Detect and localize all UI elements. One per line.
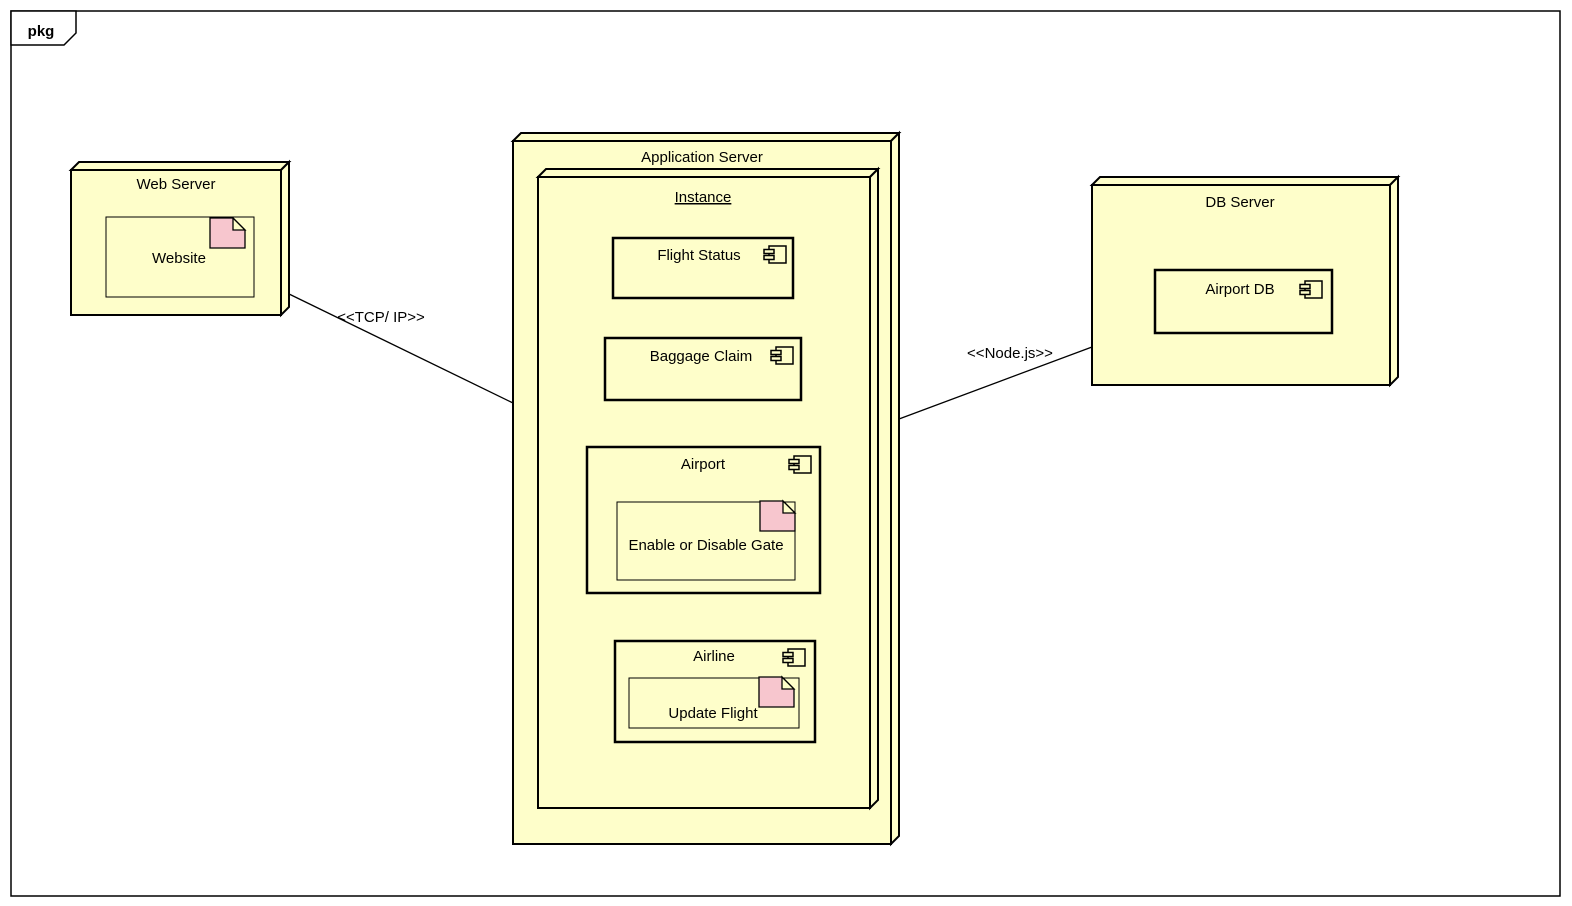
instance-top-face [535, 168, 881, 178]
pkg-tab-label: pkg [28, 23, 55, 40]
baggage-claim-box [603, 336, 803, 402]
web-server-top-face [68, 161, 292, 171]
baggage-claim-label: Baggage Claim [650, 348, 753, 365]
component-icon [770, 346, 794, 365]
component-icon [763, 245, 787, 264]
instance-title: Instance [675, 189, 732, 206]
web-server-title: Web Server [137, 176, 216, 193]
update-flight-label: Update Flight [668, 705, 758, 722]
connector-tcpip-label: <<TCP/ IP>> [337, 309, 425, 326]
flight-status-label: Flight Status [657, 247, 740, 264]
note-icon [758, 675, 796, 708]
airport-db-box [1153, 268, 1334, 335]
node-web-server: Web Server Website [68, 159, 292, 318]
website-artifact-label: Website [152, 250, 206, 267]
web-server-right-face [280, 159, 290, 318]
component-airport: Airport Enable or Disable Gate [585, 445, 822, 595]
enable-disable-gate-artifact [616, 501, 796, 581]
node-instance: Instance Flight Status Baggage Claim [535, 166, 881, 811]
node-db-server: DB Server Airport DB [1089, 174, 1401, 388]
update-flight-artifact [628, 677, 800, 729]
db-server-right-face [1389, 174, 1399, 388]
connector-tcpip [286, 292, 514, 404]
application-server-top-face [510, 132, 902, 142]
website-artifact [105, 216, 255, 298]
airport-db-label: Airport DB [1205, 281, 1274, 298]
db-server-title: DB Server [1205, 194, 1274, 211]
application-server-right-face [890, 130, 900, 847]
airport-label: Airport [681, 456, 726, 473]
pkg-tab [10, 10, 77, 46]
connector-nodejs [898, 346, 1093, 420]
node-application-server: Application Server Instance Flight Statu… [510, 130, 902, 847]
note-icon [209, 216, 247, 249]
airline-label: Airline [693, 648, 735, 665]
component-icon [782, 648, 806, 667]
enable-disable-gate-label: Enable or Disable Gate [628, 537, 783, 554]
flight-status-box [611, 236, 795, 300]
note-icon [759, 499, 797, 532]
component-airline: Airline Update Flight [613, 639, 817, 744]
component-icon [788, 455, 812, 474]
db-server-top-face [1089, 176, 1401, 186]
application-server-title: Application Server [641, 149, 763, 166]
component-airport-db: Airport DB [1153, 268, 1334, 335]
instance-right-face [869, 166, 879, 811]
connector-nodejs-label: <<Node.js>> [967, 345, 1053, 362]
component-baggage-claim: Baggage Claim [603, 336, 803, 402]
package-frame [10, 10, 1561, 897]
component-flight-status: Flight Status [611, 236, 795, 300]
component-icon [1299, 280, 1323, 299]
